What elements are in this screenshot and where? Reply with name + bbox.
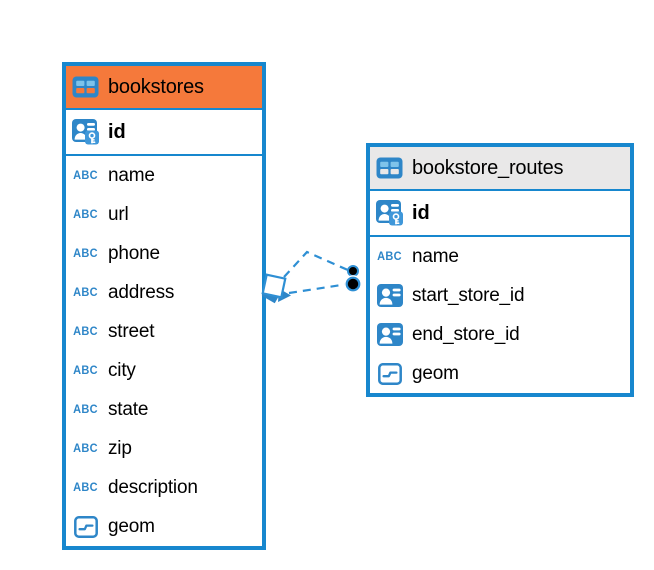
column-name: name [108, 164, 155, 186]
foreign-key-icon [376, 284, 403, 307]
column-row-start_store_id[interactable]: start_store_id [370, 276, 630, 315]
text-type-icon: ABC [377, 250, 402, 263]
column-name: state [108, 398, 149, 420]
column-row-phone[interactable]: ABC phone [66, 234, 262, 273]
column-name: description [108, 476, 198, 498]
table-icon [376, 157, 403, 179]
column-row-geom[interactable]: geom [370, 354, 630, 393]
primary-key-row[interactable]: id [370, 191, 630, 237]
text-type-icon: ABC [73, 481, 98, 494]
text-type-icon: ABC [73, 325, 98, 338]
column-row-name[interactable]: ABC name [66, 156, 262, 195]
text-type-icon: ABC [73, 403, 98, 416]
primary-key-icon [71, 118, 99, 146]
column-row-end_store_id[interactable]: end_store_id [370, 315, 630, 354]
column-row-description[interactable]: ABC description [66, 468, 262, 507]
column-name: start_store_id [412, 284, 525, 306]
text-type-icon: ABC [73, 208, 98, 221]
column-row-city[interactable]: ABC city [66, 351, 262, 390]
column-row-state[interactable]: ABC state [66, 390, 262, 429]
table-title: bookstores [108, 75, 204, 98]
relationship-line[interactable] [283, 250, 351, 278]
primary-key-row[interactable]: id [66, 110, 262, 156]
column-row-name[interactable]: ABC name [370, 237, 630, 276]
column-name: street [108, 320, 155, 342]
text-type-icon: ABC [73, 364, 98, 377]
column-name: geom [412, 362, 459, 384]
primary-key-icon [375, 199, 403, 227]
column-row-url[interactable]: ABC url [66, 195, 262, 234]
primary-key-name: id [412, 201, 430, 224]
column-name: city [108, 359, 136, 381]
column-name: address [108, 281, 175, 303]
column-row-geom[interactable]: geom [66, 507, 262, 546]
column-row-address[interactable]: ABC address [66, 273, 262, 312]
relationship-target-marker [344, 265, 362, 293]
geometry-type-icon [72, 515, 99, 538]
column-row-street[interactable]: ABC street [66, 312, 262, 351]
relationship-source-marker [261, 273, 291, 304]
text-type-icon: ABC [73, 169, 98, 182]
column-name: url [108, 203, 129, 225]
table-columns: ABC name start_store_id end_store_id geom [370, 237, 630, 393]
column-name: end_store_id [412, 323, 520, 345]
column-name: name [412, 245, 459, 267]
table-header[interactable]: bookstores [66, 66, 262, 110]
table-header[interactable]: bookstore_routes [370, 147, 630, 191]
column-name: geom [108, 515, 155, 537]
text-type-icon: ABC [73, 442, 98, 455]
column-name: phone [108, 242, 160, 264]
column-name: zip [108, 437, 132, 459]
table-icon [72, 76, 99, 98]
table-title: bookstore_routes [412, 156, 564, 179]
primary-key-name: id [108, 120, 126, 143]
text-type-icon: ABC [73, 247, 98, 260]
foreign-key-icon [376, 323, 403, 346]
relationship-line[interactable] [288, 282, 349, 295]
geometry-type-icon [376, 362, 403, 385]
column-row-zip[interactable]: ABC zip [66, 429, 262, 468]
text-type-icon: ABC [73, 286, 98, 299]
